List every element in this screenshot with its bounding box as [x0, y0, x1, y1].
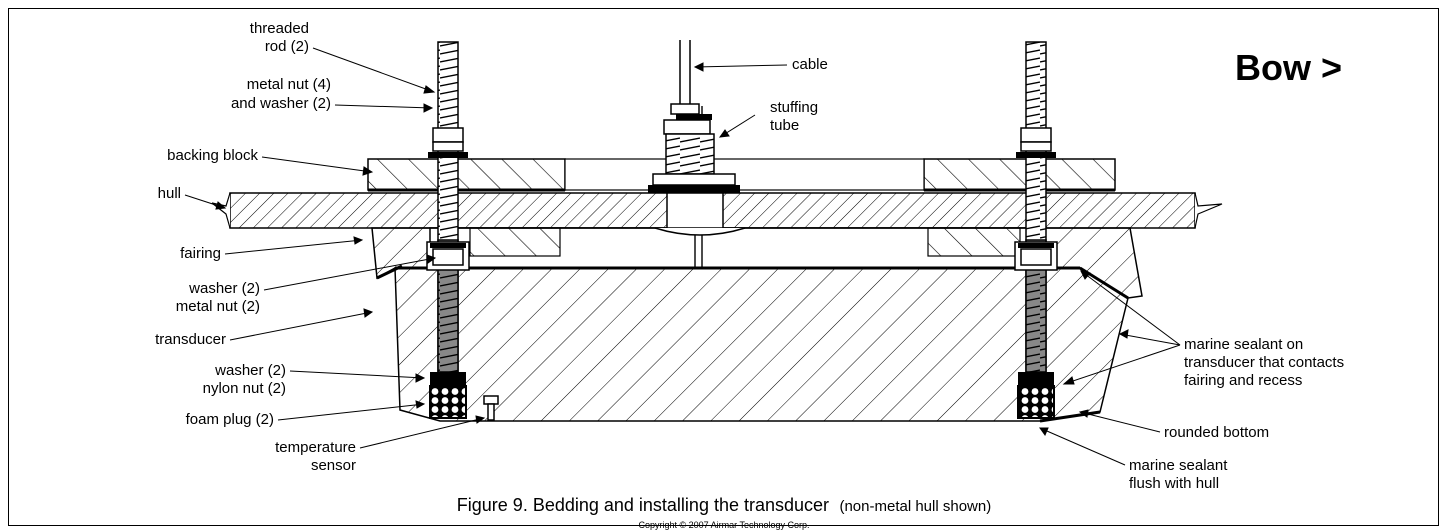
label-foam-plug: foam plug (2)	[186, 411, 274, 428]
label-transducer-contacts: transducer that contacts	[1184, 354, 1344, 371]
label-rounded-bottom: rounded bottom	[1164, 424, 1269, 441]
label-washer-upper: washer (2)	[188, 280, 260, 297]
label-metal-nut-lower: metal nut (2)	[176, 298, 260, 315]
label-marine-sealant: marine sealant on	[1184, 336, 1303, 353]
foam-plug-right	[1017, 385, 1055, 419]
label-fairing: fairing	[180, 245, 221, 262]
label-cable: cable	[792, 56, 828, 73]
metal-nut-top-left	[432, 127, 464, 143]
label-backing-block: backing block	[167, 147, 258, 164]
label-threaded-rod-count: rod (2)	[265, 38, 309, 55]
label-sensor: sensor	[311, 457, 356, 474]
label-tube: tube	[770, 117, 799, 134]
bow-direction: Bow >	[1235, 47, 1342, 88]
metal-nut-lower-left	[432, 248, 464, 266]
foam-plug-left	[429, 385, 467, 419]
backing-block-left	[367, 158, 566, 191]
label-and-washer: and washer (2)	[231, 95, 331, 112]
copyright: Copyright © 2007 Airmar Technology Corp.	[638, 520, 809, 530]
label-temperature: temperature	[275, 439, 356, 456]
figure-caption: Figure 9. Bedding and installing the tra…	[457, 495, 991, 515]
label-washer-lower: washer (2)	[214, 362, 286, 379]
label-fairing-recess: fairing and recess	[1184, 372, 1302, 389]
figure-border	[8, 8, 1439, 526]
label-flush-hull: flush with hull	[1129, 475, 1219, 492]
nylon-nut-right	[1018, 372, 1054, 386]
metal-nut-top-right	[1020, 127, 1052, 143]
backing-block-right	[923, 158, 1116, 191]
label-metal-nut: metal nut (4)	[247, 76, 331, 93]
stuffing-tube	[648, 40, 746, 268]
label-sealant-flush: marine sealant	[1129, 457, 1228, 474]
temperature-sensor	[483, 395, 499, 421]
label-nylon-nut: nylon nut (2)	[203, 380, 286, 397]
label-transducer: transducer	[155, 331, 226, 348]
label-threaded-rod: threaded	[250, 20, 309, 37]
label-stuffing: stuffing	[770, 99, 818, 116]
metal-nut-lower-right	[1020, 248, 1052, 266]
leader-lines	[184, 47, 1181, 466]
label-hull: hull	[158, 185, 181, 202]
nylon-nut-left	[430, 372, 466, 386]
